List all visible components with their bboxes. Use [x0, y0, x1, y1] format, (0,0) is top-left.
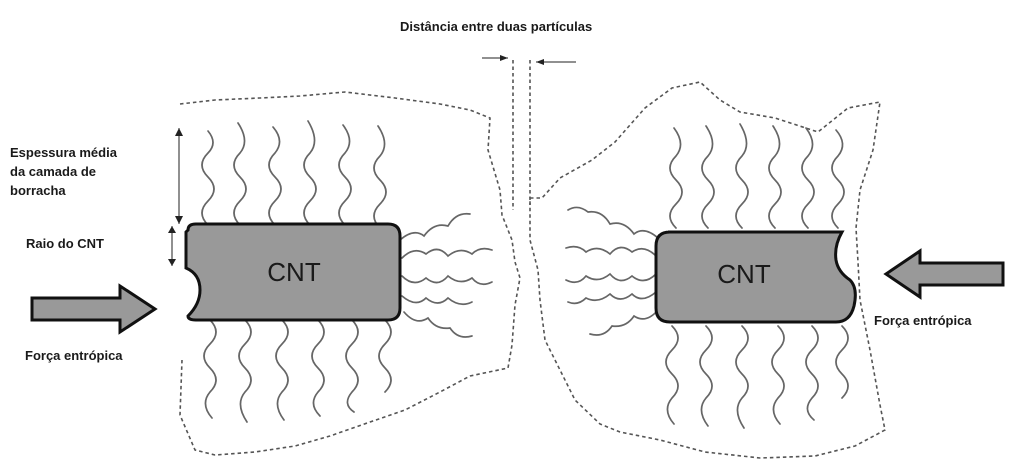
- right-cnt-particle: [654, 230, 857, 324]
- right-arrow-icon: [30, 283, 158, 335]
- thickness-label-line2: da camada de: [10, 164, 96, 179]
- left-polymer-chains: [201, 120, 493, 423]
- left-particle: CNT: [179, 91, 521, 456]
- inter-particle-distance: Distância entre duas partículas: [400, 19, 592, 210]
- right-particle: CNT: [529, 81, 886, 459]
- thickness-label-line1: Espessura média: [10, 145, 118, 160]
- rubber-thickness-dimension: Espessura média da camada de borracha: [10, 128, 183, 224]
- right-entropic-force: Força entrópica: [874, 248, 1005, 328]
- cnt-radius-dimension: Raio do CNT: [26, 226, 176, 266]
- right-force-label: Força entrópica: [874, 313, 972, 328]
- left-arrow-icon: [883, 248, 1005, 300]
- distance-label: Distância entre duas partículas: [400, 19, 592, 34]
- left-force-label: Força entrópica: [25, 348, 123, 363]
- right-polymer-chains: [565, 123, 849, 429]
- left-cnt-particle: [184, 222, 402, 322]
- right-cnt-label: CNT: [717, 259, 771, 289]
- right-rubber-layer-boundary: [529, 81, 886, 459]
- left-cnt-label: CNT: [267, 257, 321, 287]
- thickness-label-line3: borracha: [10, 183, 66, 198]
- radius-label: Raio do CNT: [26, 236, 104, 251]
- left-entropic-force: Força entrópica: [25, 283, 158, 363]
